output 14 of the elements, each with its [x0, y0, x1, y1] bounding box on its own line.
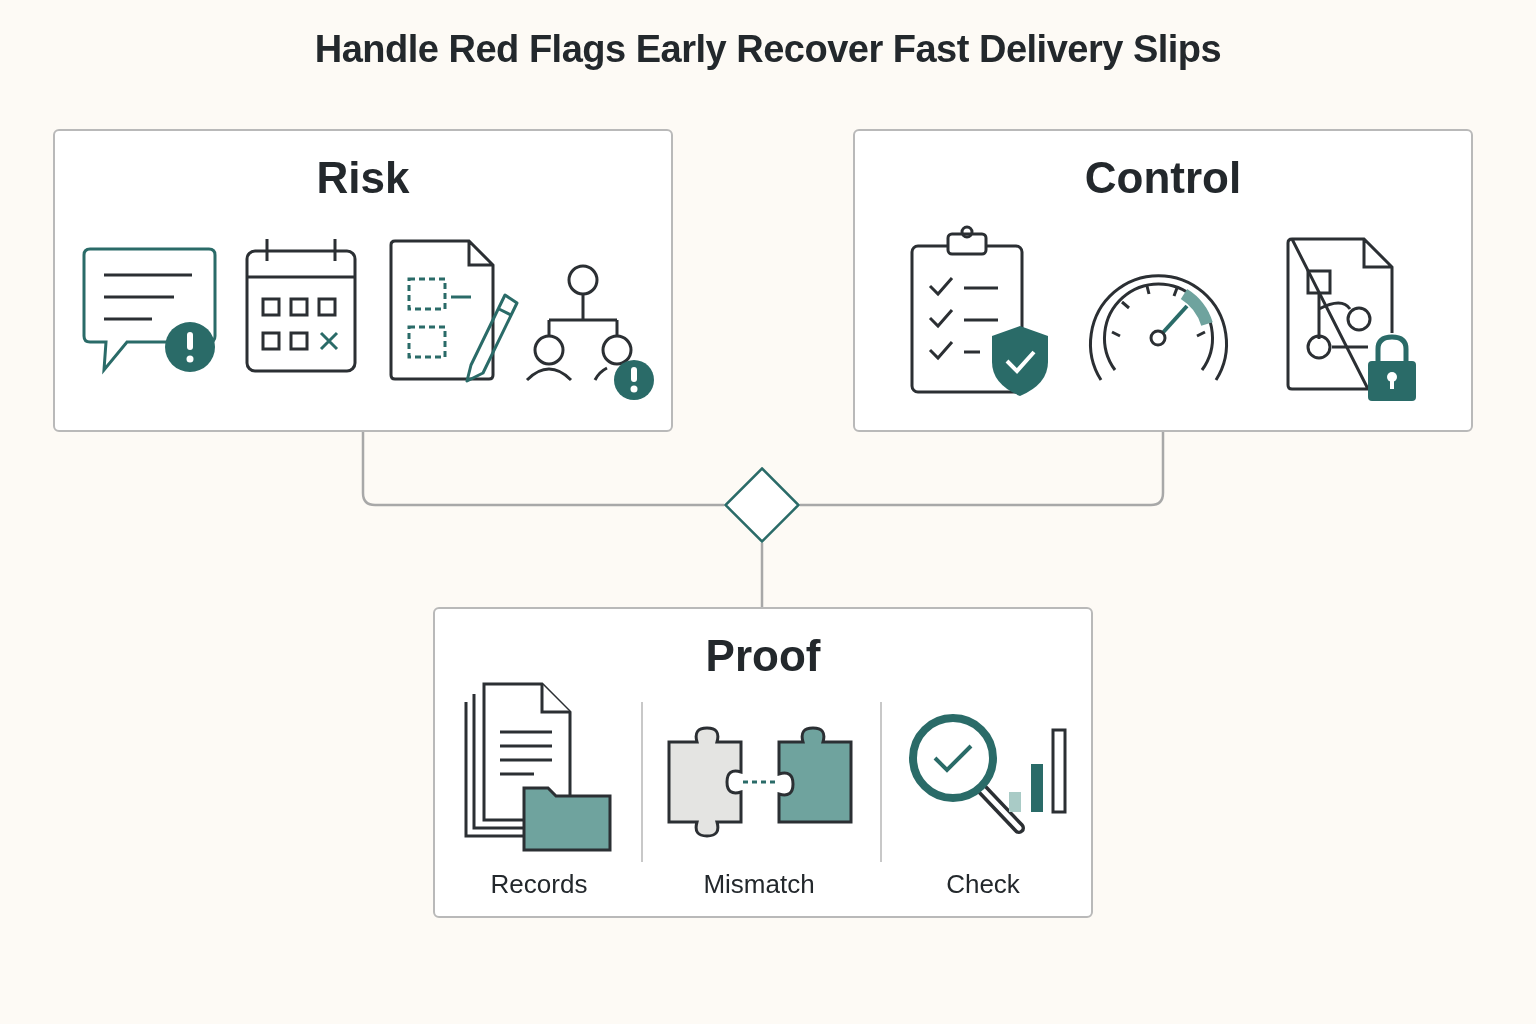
diagram-title: Handle Red Flags Early Recover Fast Delivery Slips [313, 28, 1223, 71]
panel-card [53, 129, 673, 432]
connector-line [760, 543, 764, 607]
icon-caption: Mismatch [703, 869, 815, 900]
panel-card [853, 129, 1473, 432]
panel-card [433, 607, 1093, 918]
diamond-node [724, 467, 800, 543]
connector-line [361, 432, 724, 507]
icon-caption: Records [490, 869, 588, 900]
panel-heading: Risk [315, 153, 411, 203]
connector-line [800, 432, 1165, 507]
icon-caption: Check [946, 869, 1020, 900]
panel-heading: Control [1083, 153, 1243, 203]
panel-heading: Proof [704, 631, 822, 681]
